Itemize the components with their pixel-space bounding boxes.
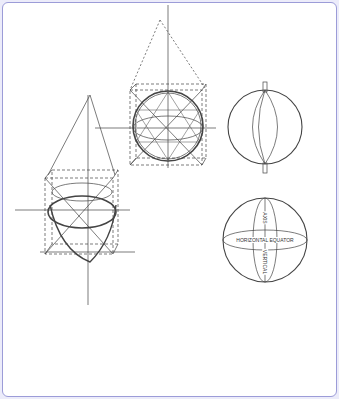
axis-label: VERTICAL	[262, 249, 268, 275]
lower-cube	[15, 95, 135, 305]
upper-cube	[95, 5, 216, 168]
sphere-with-equator	[223, 198, 307, 282]
axis-label: AXIS	[262, 211, 268, 224]
sphere-with-axis	[228, 82, 302, 173]
equator-label: HORIZONTAL EQUATOR	[235, 237, 294, 243]
